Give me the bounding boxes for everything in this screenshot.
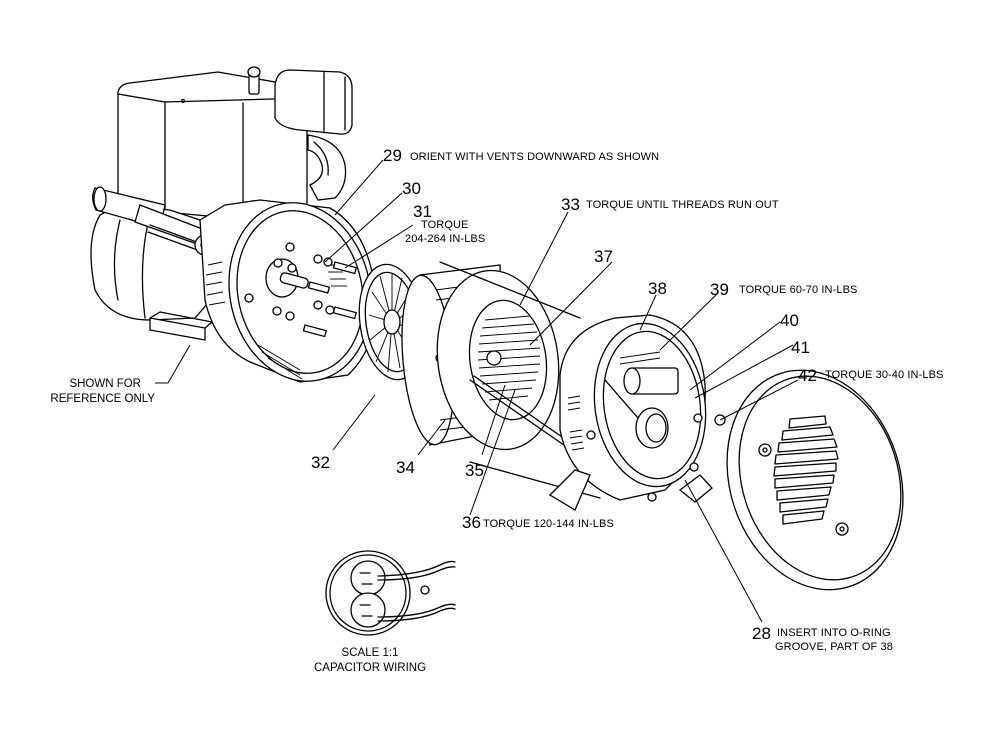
callout-number: 33: [561, 195, 580, 214]
callout-number: 42: [798, 366, 817, 385]
end-cover: [726, 369, 904, 591]
capacitor-wiring-label: CAPACITOR WIRING: [313, 662, 427, 674]
callout-number: 40: [780, 311, 799, 330]
reference-note-line2: REFERENCE ONLY: [50, 393, 155, 405]
callout-note: TORQUE 30-40 IN-LBS: [825, 369, 944, 381]
callout-number: 36: [462, 513, 481, 532]
capacitor-scale-label: SCALE 1:1: [341, 647, 399, 659]
callout-number: 37: [594, 247, 613, 266]
callout-note: TORQUE 60-70 IN-LBS: [739, 284, 858, 296]
callout-number: 31: [413, 202, 432, 221]
callout-number: 39: [710, 280, 729, 299]
callout-number: 29: [383, 146, 402, 165]
part-29-adapter: [199, 199, 377, 383]
capacitor-wiring-detail: [325, 550, 456, 636]
callout-note-line2: GROOVE, PART OF 38: [775, 641, 893, 653]
engine-reference: [90, 66, 353, 341]
callout-note-line1: TORQUE: [421, 219, 469, 231]
callout-number: 38: [648, 279, 667, 298]
callout-number: 35: [465, 461, 484, 480]
callout-number: 34: [396, 458, 415, 477]
callout-number: 32: [311, 453, 330, 472]
callout-note-line1: INSERT INTO O-RING: [777, 627, 891, 639]
callout-number: 41: [791, 338, 810, 357]
callout-number: 28: [752, 624, 771, 643]
part-38-bearing-carrier: [548, 314, 713, 511]
callout-note: TORQUE UNTIL THREADS RUN OUT: [586, 199, 779, 211]
capacitor-detail-caption: SCALE 1:1 CAPACITOR WIRING: [300, 646, 440, 676]
callout-note: ORIENT WITH VENTS DOWNWARD AS SHOWN: [410, 151, 660, 163]
callout-note: TORQUE 120-144 IN-LBS: [483, 518, 614, 530]
reference-note: SHOWN FOR REFERENCE ONLY: [40, 377, 155, 407]
callout-note-line2: 204-264 IN-LBS: [405, 233, 486, 245]
reference-note-line1: SHOWN FOR: [69, 378, 141, 390]
leader-lines: [155, 159, 799, 623]
part-37-rotor: [436, 261, 601, 499]
callout-number: 30: [402, 179, 421, 198]
